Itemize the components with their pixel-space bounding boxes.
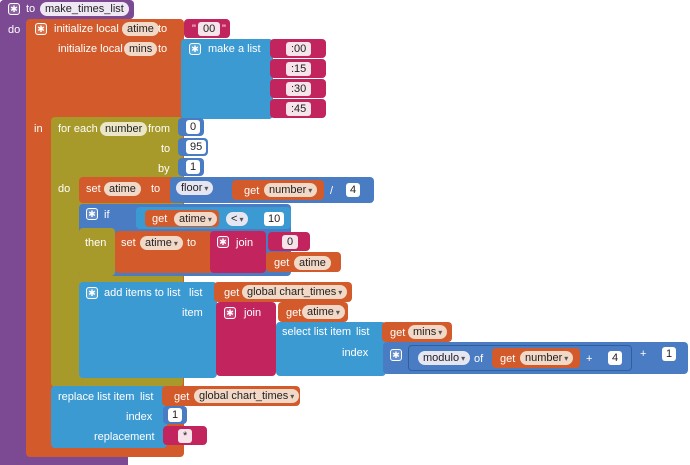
init-gear-icon[interactable]: ✱ <box>35 23 47 35</box>
number-var-field[interactable]: number <box>100 122 148 136</box>
replace-list-label: list <box>140 391 154 403</box>
set-label: set <box>86 183 101 195</box>
if-gear-icon[interactable]: ✱ <box>86 208 98 220</box>
init-to-2: to <box>158 43 168 55</box>
get-number-label-2: get <box>500 353 516 365</box>
add-items-label: add items to list <box>104 287 181 299</box>
join-get-atime-var[interactable]: atime <box>294 256 331 270</box>
init-to-1: to <box>158 23 168 35</box>
floor-dropdown[interactable]: floor▾ <box>176 181 214 195</box>
add-items-list-label: list <box>189 287 203 299</box>
join-label-1: join <box>236 237 254 249</box>
if-get-atime-var[interactable]: atime▾ <box>174 212 217 226</box>
from-value[interactable]: 0 <box>186 120 201 134</box>
replace-get-label: get <box>174 391 190 403</box>
to-keyword: to <box>26 3 36 15</box>
plus-operator-2: + <box>640 348 647 360</box>
plus-gear-icon[interactable]: ✱ <box>390 349 402 361</box>
select-label: select list item <box>282 326 352 338</box>
number-var-2[interactable]: number▾ <box>520 351 574 365</box>
compare-rhs[interactable]: 10 <box>264 212 285 226</box>
join-label-2: join <box>244 307 262 319</box>
replacement-label: replacement <box>94 431 155 443</box>
init-label-2: initialize local <box>58 43 123 55</box>
atime-init-value[interactable]: 00 <box>198 22 221 36</box>
join-get-label: get <box>274 257 290 269</box>
modulo-dropdown[interactable]: modulo▾ <box>418 351 471 365</box>
set-atime-var[interactable]: atime <box>104 182 141 196</box>
select-list-item-block[interactable] <box>276 322 386 376</box>
to-label: to <box>161 143 171 155</box>
in-keyword: in <box>34 123 43 135</box>
mins-var-field[interactable]: mins <box>124 42 158 56</box>
add-get-label: get <box>224 287 240 299</box>
replace-index-label: index <box>126 411 153 423</box>
list-item-1[interactable]: :15 <box>286 62 312 76</box>
add-items-gear-icon[interactable]: ✱ <box>86 287 98 299</box>
replace-label: replace list item <box>58 391 135 403</box>
by-label: by <box>158 163 170 175</box>
get-mins-label: get <box>390 327 406 339</box>
quote-open: " <box>192 23 196 35</box>
procedure-gear-icon[interactable]: ✱ <box>8 3 20 15</box>
then-set-var[interactable]: atime▾ <box>140 236 183 250</box>
to-value[interactable]: 95 <box>186 140 207 154</box>
set-to-label: to <box>151 183 161 195</box>
item-label: item <box>182 307 203 319</box>
then-to-label: to <box>187 237 197 249</box>
list-item-0[interactable]: :00 <box>286 42 312 56</box>
replace-index-value[interactable]: 1 <box>168 408 183 422</box>
list-item-3[interactable]: :45 <box>286 102 312 116</box>
compare-operator[interactable]: <▾ <box>226 212 249 226</box>
join-gear-icon[interactable]: ✱ <box>217 236 229 248</box>
item-atime-var[interactable]: atime▾ <box>302 305 345 319</box>
divisor-value[interactable]: 4 <box>346 183 361 197</box>
by-value[interactable]: 1 <box>186 160 201 174</box>
quote-close: " <box>222 23 226 35</box>
then-label: then <box>85 237 107 249</box>
replace-list-item-block[interactable] <box>51 386 167 448</box>
join2-gear-icon[interactable]: ✱ <box>224 307 236 319</box>
make-a-list-block[interactable] <box>181 39 273 119</box>
index-label: index <box>342 347 369 359</box>
for-do-keyword: do <box>58 183 71 195</box>
select-list-label: list <box>356 326 370 338</box>
plus-value[interactable]: 1 <box>662 347 677 361</box>
make-list-label: make a list <box>208 43 261 55</box>
item-get-label: get <box>286 307 302 319</box>
replace-chart-times-var[interactable]: global chart_times▾ <box>194 389 300 403</box>
if-label: if <box>104 209 110 221</box>
mins-var[interactable]: mins▾ <box>408 325 448 339</box>
plus-operator-1: + <box>586 353 593 365</box>
divide-operator: / <box>330 185 334 197</box>
list-item-2[interactable]: :30 <box>286 82 312 96</box>
init-label-1: initialize local <box>54 23 119 35</box>
of-label: of <box>474 353 484 365</box>
add-items-block[interactable] <box>79 282 217 378</box>
do-keyword: do <box>8 24 21 36</box>
then-set-label: set <box>121 237 136 249</box>
procedure-name-field[interactable]: make_times_list <box>40 2 129 16</box>
if-get-label: get <box>152 213 168 225</box>
from-label: from <box>148 123 170 135</box>
get-label: get <box>244 185 260 197</box>
join-block-2[interactable] <box>216 302 276 376</box>
for-each-label: for each <box>58 123 98 135</box>
atime-var-field[interactable]: atime <box>122 22 159 36</box>
get-number-var[interactable]: number▾ <box>264 183 318 197</box>
mod-divisor[interactable]: 4 <box>608 351 623 365</box>
chart-times-var[interactable]: global chart_times▾ <box>242 285 348 299</box>
zero-string-value[interactable]: 0 <box>282 235 299 249</box>
replacement-value[interactable]: * <box>178 429 193 443</box>
make-list-gear-icon[interactable]: ✱ <box>189 43 201 55</box>
